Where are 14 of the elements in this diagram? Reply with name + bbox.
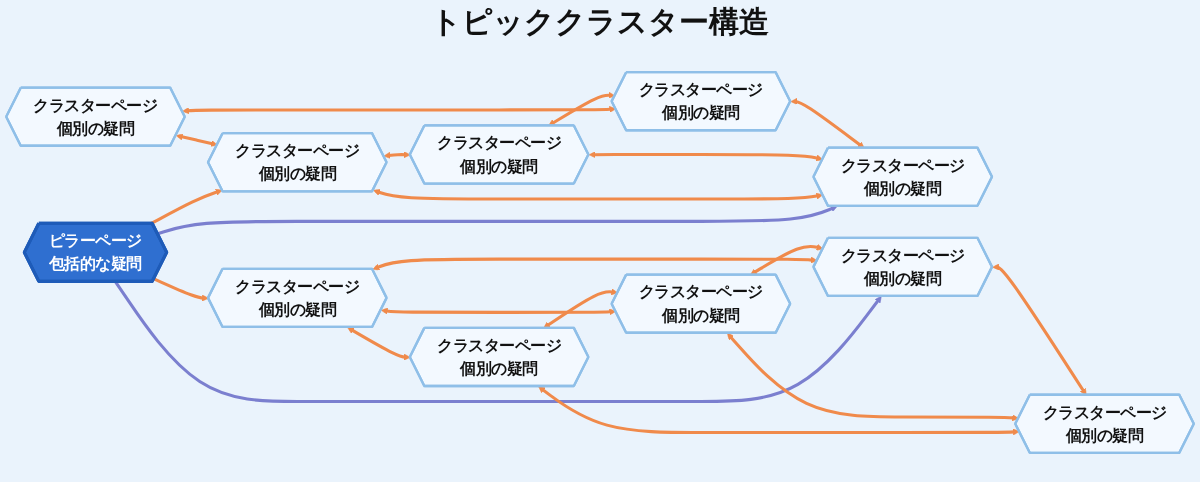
- arrow: [182, 105, 616, 115]
- arrow: [588, 151, 823, 162]
- arrow: [383, 151, 411, 159]
- arrow: [347, 327, 411, 361]
- arrow: [373, 189, 823, 201]
- arrow: [548, 91, 616, 126]
- arrow: [175, 133, 218, 147]
- arrow: [727, 333, 1019, 422]
- arrow: [153, 277, 209, 302]
- arrow: [380, 307, 616, 316]
- diagram-title: トピッククラスター構造: [431, 3, 769, 41]
- arrow: [150, 188, 223, 226]
- arrow: [157, 205, 838, 236]
- arrow: [538, 386, 1020, 436]
